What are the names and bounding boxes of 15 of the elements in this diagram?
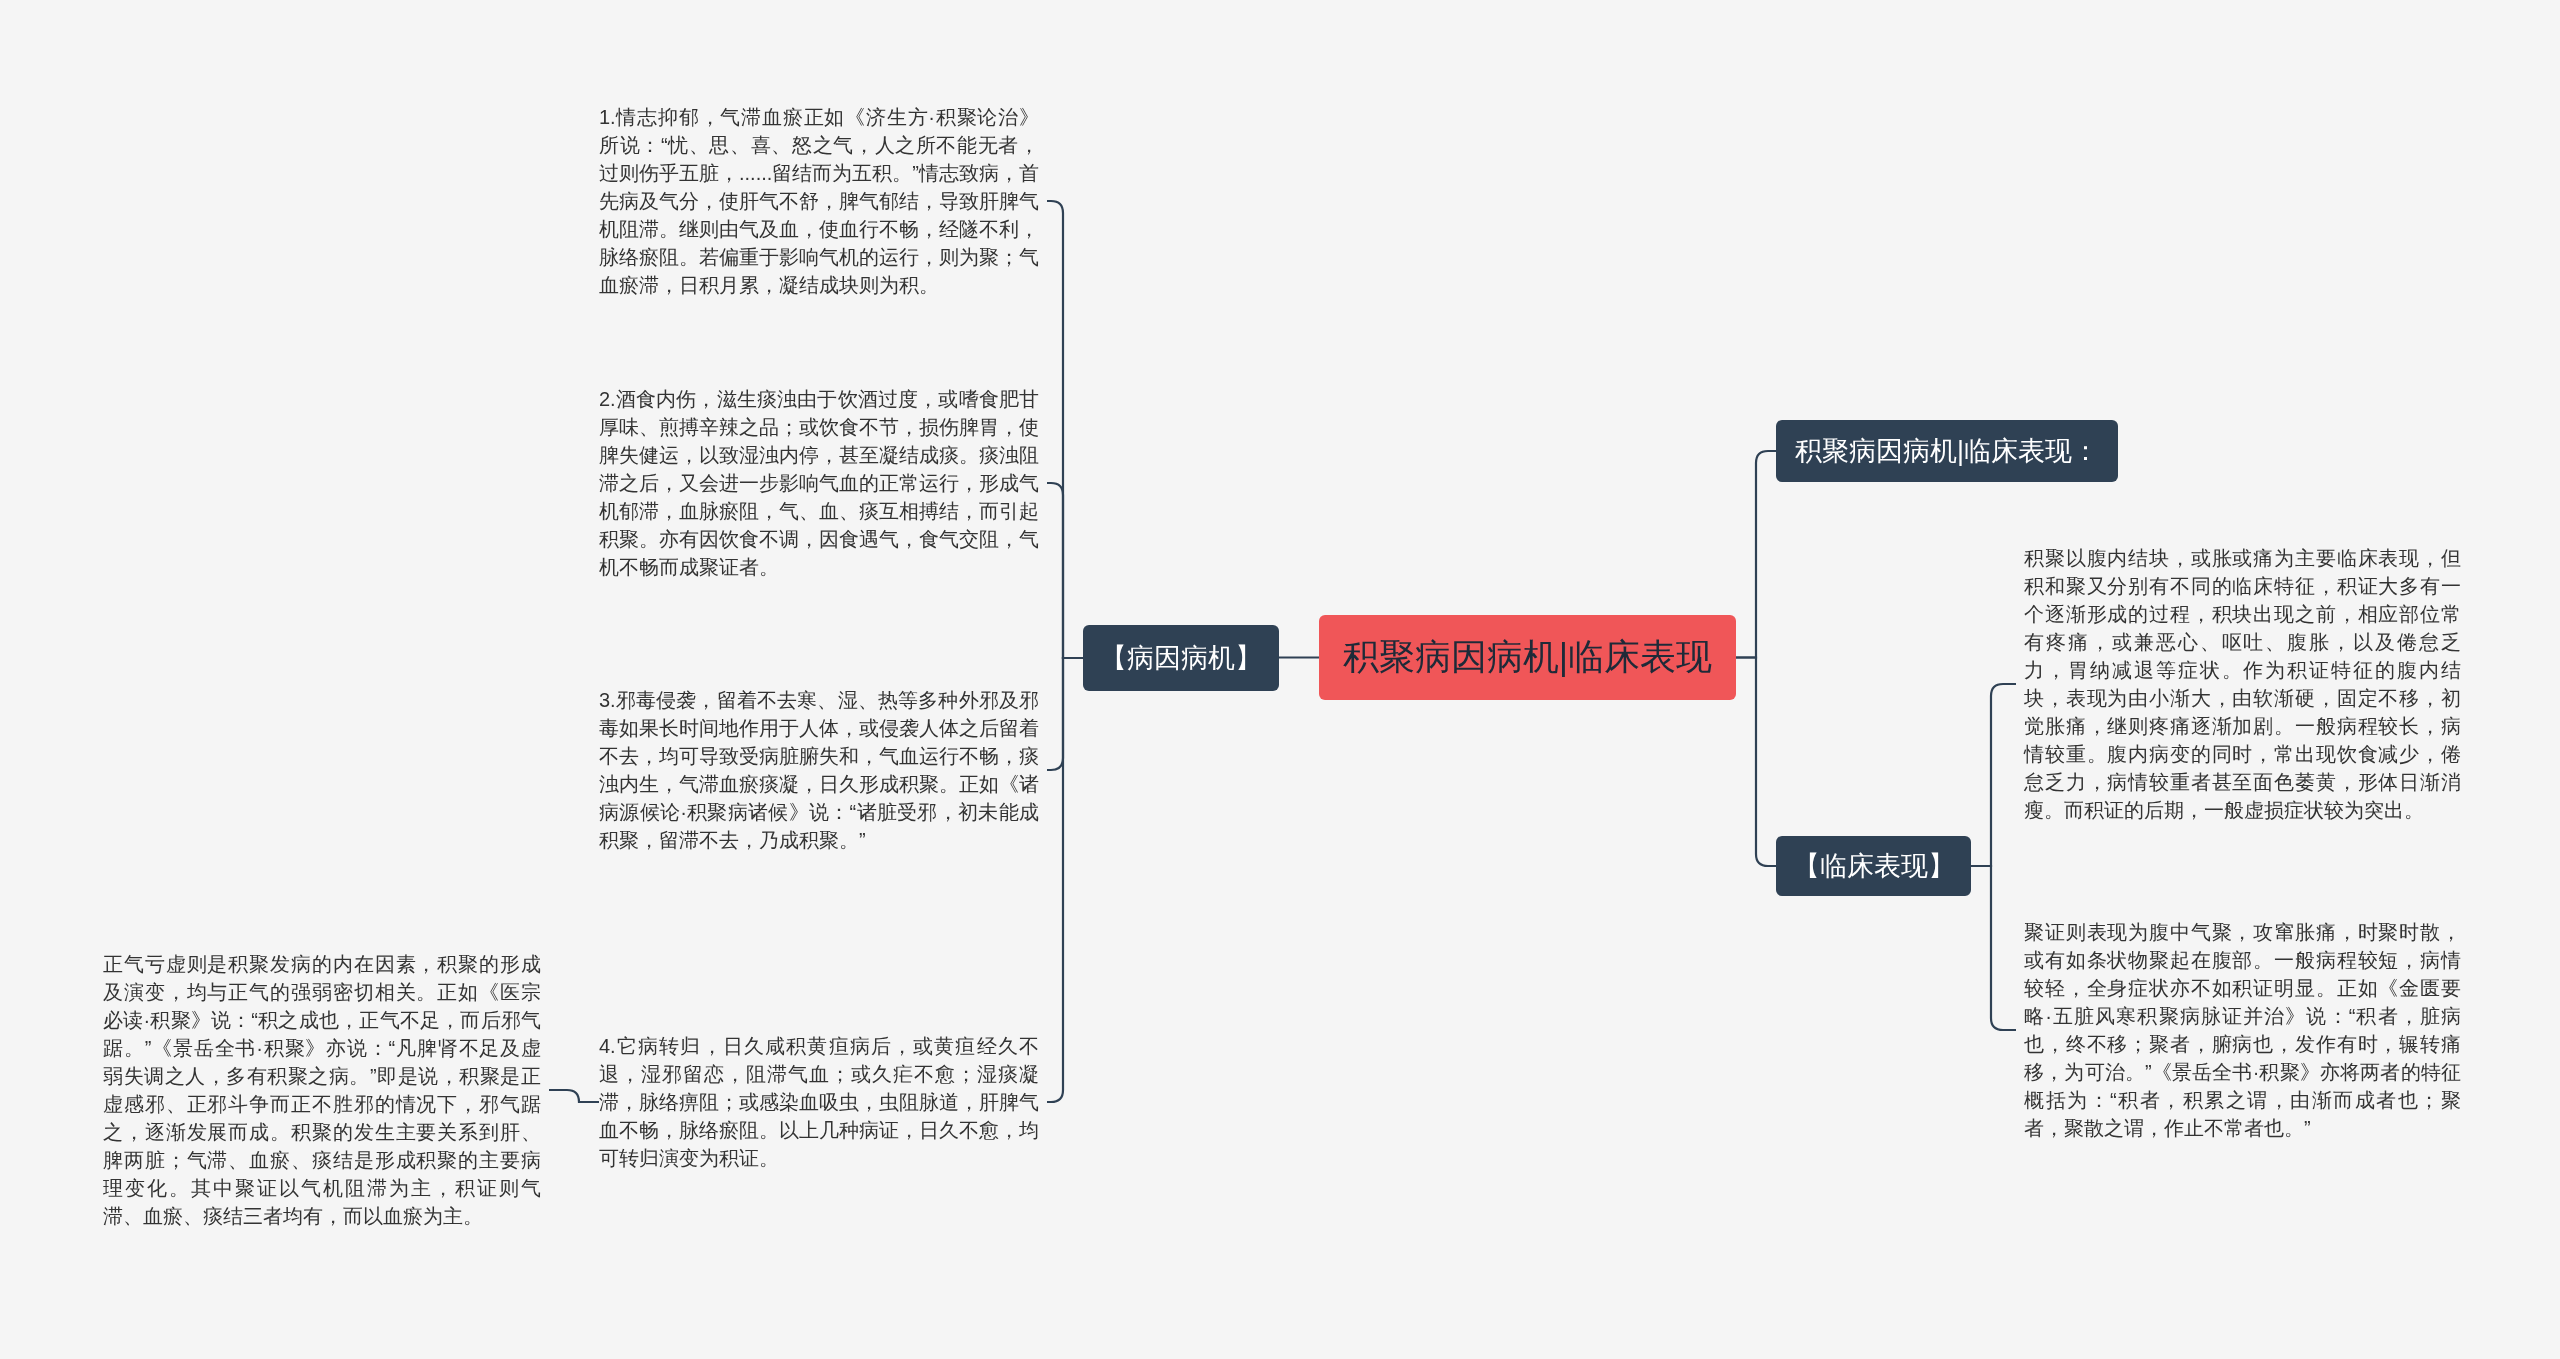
topic-box: 【病因病机】 (1083, 625, 1279, 691)
note-text: 3.邪毒侵袭，留着不去寒、湿、热等多种外邪及邪毒如果长时间地作用于人体，或侵袭人体之后留着不去，均可导致受病脏腑失和，气血运行不畅，痰浊内生，气滞血瘀痰凝，日久形成积聚。正如《诸病源候论·积聚病诸候》说：“诸脏受邪，初未能成积聚，留滞不去，乃成积聚。” (599, 686, 1039, 854)
connector-line (1047, 656, 1083, 1104)
note-text: 1.情志抑郁，气滞血瘀正如《济生方·积聚论治》所说：“忧、思、喜、怒之气，人之所不能无者，过则伤乎五脏，......留结而为五积。”情志致病，首先病及气分，使肝气不舒，脾气郁结，导致肝脾气机阻滞。继则由气及血，使血行不畅，经隧不利，脉络瘀阻。若偏重于影响气机的运行，则为聚；气血瘀滞，日积月累，凝结成块则为积。 (599, 103, 1039, 299)
note-text: 积聚以腹内结块，或胀或痛为主要临床表现，但积和聚又分别有不同的临床特征，积证大多有一个逐渐形成的过程，积块出现之前，相应部位常有疼痛，或兼恶心、呕吐、腹胀，以及倦怠乏力，胃纳减退等症状。作为积证特征的腹内结块，表现为由小渐大，由软渐硬，固定不移，初觉胀痛，继则疼痛逐渐加剧。一般病程较长，病情较重。腹内病变的同时，常出现饮食减少，倦怠乏力，病情较重者甚至面色萎黄，形体日渐消瘦。而积证的后期，一般虚损症状较为突出。 (2024, 544, 2461, 824)
topic-box: 【临床表现】 (1776, 836, 1971, 896)
connector-line (1736, 656, 1776, 868)
note-text: 正气亏虚则是积聚发病的内在因素，积聚的形成及演变，均与正气的强弱密切相关。正如《医宗必读·积聚》说：“积之成也，正气不足，而后邪气踞。”《景岳全书·积聚》亦说：“凡脾肾不足及虚弱失调之人，多有积聚之病。”即是说，积聚是正虚感邪、正邪斗争而正不胜邪的情况下，邪气踞之，逐渐发展而成。积聚的发生主要关系到肝、脾两脏；气滞、血瘀、痰结是形成积聚的主要病理变化。其中聚证以气机阻滞为主，积证则气滞、血瘀、痰结三者均有，而以血瘀为主。 (103, 950, 541, 1230)
topic-box: 积聚病因病机|临床表现： (1776, 420, 2118, 482)
connector-line (549, 1088, 599, 1104)
note-text: 2.酒食内伤，滋生痰浊由于饮酒过度，或嗜食肥甘厚味、煎搏辛辣之品；或饮食不节，损伤脾胃，使脾失健运，以致湿浊内停，甚至凝结成痰。痰浊阻滞之后，又会进一步影响气血的正常运行，形成气机郁滞，血脉瘀阻，气、血、痰互相搏结，而引起积聚。亦有因饮食不调，因食遇气，食气交阻，气机不畅而成聚证者。 (599, 385, 1039, 581)
connector-line (1279, 656, 1319, 659)
note-text: 4.它病转归，日久咸积黄疸病后，或黄疸经久不退，湿邪留恋，阻滞气血；或久疟不愈；湿痰凝滞，脉络痹阻；或感染血吸虫，虫阻脉道，肝脾气血不畅，脉络瘀阻。以上几种病证，日久不愈，均可转归演变为积证。 (599, 1032, 1039, 1172)
central-topic-box: 积聚病因病机|临床表现 (1319, 615, 1736, 700)
note-text: 聚证则表现为腹中气聚，攻窜胀痛，时聚时散，或有如条状物聚起在腹部。一般病程较短，病情较轻，全身症状亦不如积证明显。正如《金匮要略·五脏风寒积聚病脉证并治》说：“积者，脏病也，终不移；聚者，腑病也，发作有时，辗转痛移，为可治。”《景岳全书·积聚》亦将两者的特征概括为：“积者，积累之谓，由渐而成者也；聚者，聚散之谓，作止不常者也。” (2024, 918, 2461, 1142)
